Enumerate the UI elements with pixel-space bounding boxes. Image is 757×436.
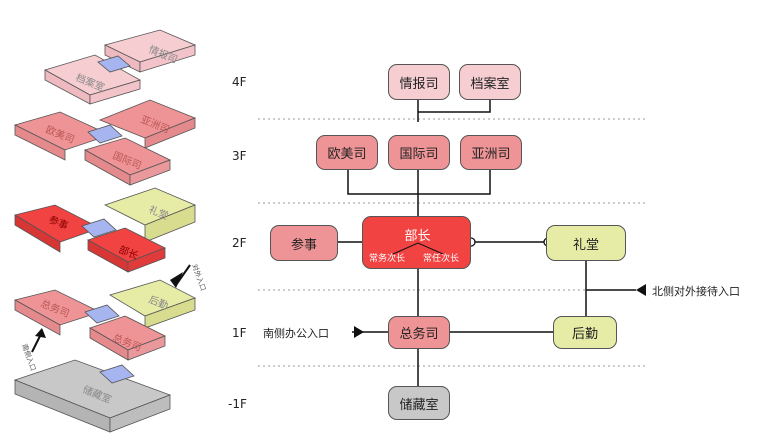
floor-label-2f: 2F: [232, 236, 247, 250]
node-euro: 欧美司: [316, 135, 378, 170]
node-hall: 礼堂: [546, 225, 626, 261]
node-asia: 亚洲司: [460, 135, 522, 170]
floor-label-3f: 3F: [232, 149, 247, 163]
axon-level-1f: 后勤 总务司 总务司 对外入口 南侧入口: [13, 263, 208, 372]
node-logistics: 后勤: [553, 316, 617, 349]
link-3f-bus: [347, 170, 491, 195]
axon-level-b1: 储藏室: [13, 359, 172, 433]
floor-label-4f: 4F: [232, 75, 247, 89]
axon-core-2f: [81, 218, 117, 238]
south-entry-label: 南侧办公入口: [263, 327, 329, 340]
axonometric-drawing: 情报司 档案室 亚洲司 欧美司 国际司 礼堂: [13, 29, 208, 433]
node-minister: 部长 常务次长 常任次长: [362, 216, 471, 269]
axon-north-entry-arrow: [170, 272, 183, 288]
node-intl: 国际司: [388, 135, 450, 170]
axon-core-4f: [97, 55, 131, 73]
axon-core-1f: [84, 304, 120, 324]
axon-level-2f: 礼堂 参事 部长: [13, 187, 197, 273]
axon-level-3f: 亚洲司 欧美司 国际司: [13, 99, 197, 186]
axon-core-3f: [87, 124, 123, 144]
link-archive: [418, 100, 491, 113]
floor-label-b1: -1F: [228, 397, 247, 411]
axon-core-b1: [99, 364, 135, 384]
south-entry-arrow: [354, 326, 364, 338]
node-intel: 情报司: [388, 64, 450, 100]
floor-label-1f: 1F: [232, 326, 247, 340]
minister-branch-lines: [392, 242, 444, 255]
node-vice2: 常任次长: [423, 254, 460, 264]
node-counsel: 参事: [270, 225, 338, 261]
node-archive: 档案室: [459, 64, 521, 100]
node-vice1: 常务次长: [369, 254, 406, 264]
node-minister-title: 部长: [404, 229, 431, 244]
node-general: 总务司: [388, 316, 450, 349]
north-entry-label: 北侧对外接待入口: [652, 285, 740, 298]
node-storage: 储藏室: [388, 386, 450, 420]
axon-south-entry-arrow: [35, 328, 46, 338]
axon-level-4f: 情报司 档案室: [43, 29, 197, 105]
north-entry-arrow: [636, 284, 646, 296]
